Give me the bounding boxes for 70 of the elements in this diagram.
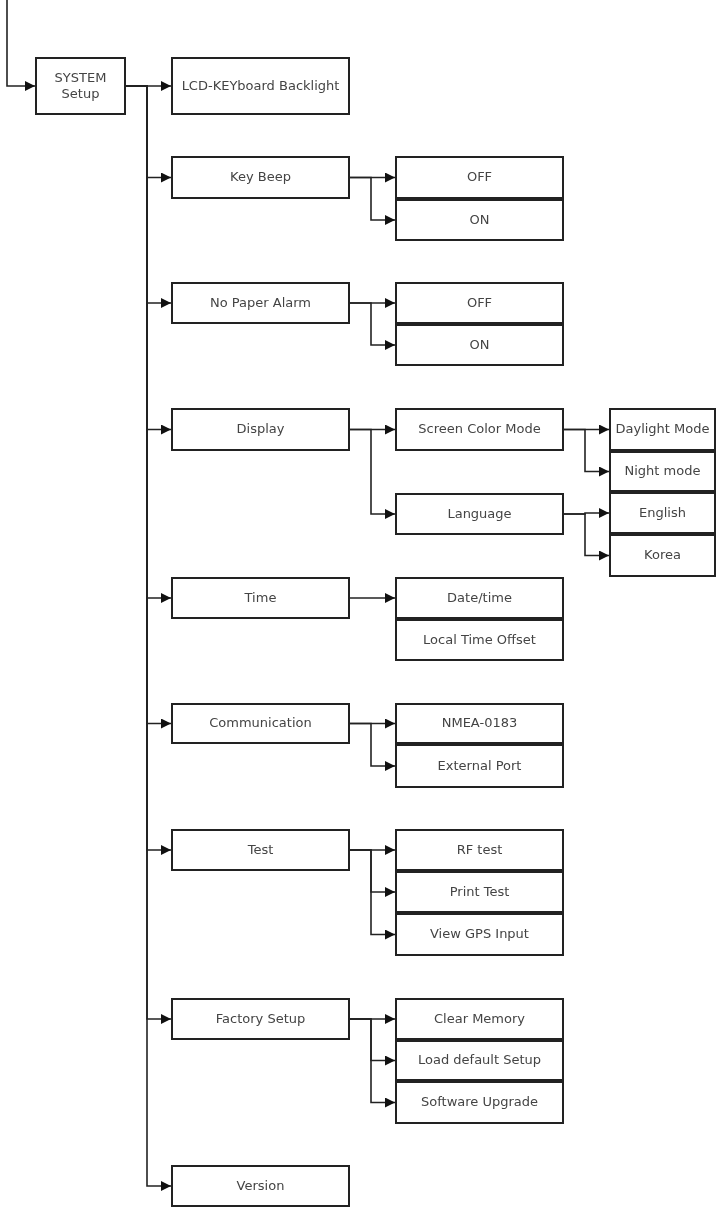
arrow	[563, 513, 610, 561]
menu-box	[171, 156, 350, 199]
menu-box	[395, 282, 564, 324]
menu-box	[171, 1165, 350, 1207]
menu-label: LCD-KEYboard Backlight	[181, 77, 340, 95]
menu-box	[609, 451, 716, 492]
arrow	[349, 302, 396, 350]
menu-box	[395, 493, 564, 535]
menu-box	[171, 282, 350, 324]
menu-label: Display	[236, 421, 285, 438]
menu-label: Korea	[644, 547, 681, 564]
menu-label: Software Upgrade	[421, 1094, 538, 1111]
menu-label: Key Beep	[230, 169, 291, 186]
menu-box	[609, 492, 716, 534]
menu-label: NMEA-0183	[441, 715, 518, 732]
menu-box	[171, 577, 350, 619]
menu-label: Language	[447, 505, 512, 523]
menu-label: ON	[469, 336, 490, 354]
menu-box	[609, 408, 716, 451]
menu-box	[35, 57, 126, 115]
menu-label: External Port	[437, 757, 522, 775]
menu-box	[395, 913, 564, 956]
menu-box	[395, 703, 564, 744]
menu-label: Time	[244, 589, 277, 607]
menu-label: English	[639, 504, 686, 522]
menu-label: Test	[247, 841, 274, 859]
menu-box	[395, 577, 564, 619]
arrow	[349, 849, 396, 940]
menu-box	[395, 619, 564, 661]
menu-label: Factory Setup	[215, 1010, 306, 1028]
menu-box	[395, 199, 564, 241]
menu-label: Date/time	[447, 589, 512, 607]
menu-label: Print Test	[449, 883, 510, 901]
menu-label: Communication	[209, 715, 312, 732]
menu-box	[395, 744, 564, 788]
menu-box	[395, 829, 564, 871]
arrow	[563, 428, 610, 477]
menu-label: Version	[236, 1177, 285, 1195]
menu-label: RF test	[456, 841, 503, 859]
menu-label: Local Time Offset	[423, 631, 536, 649]
menu-box	[395, 408, 564, 451]
arrow	[349, 1018, 396, 1108]
menu-label: Night mode	[624, 463, 701, 480]
menu-label: OFF	[466, 294, 493, 312]
menu-box	[171, 408, 350, 451]
menu-label: No Paper Alarm	[210, 294, 311, 312]
arrow	[349, 593, 396, 603]
menu-label: Clear Memory	[434, 1010, 525, 1028]
menu-box	[395, 1040, 564, 1081]
menu-label: Daylight Mode	[615, 421, 710, 438]
menu-box	[171, 829, 350, 871]
menu-box	[395, 1081, 564, 1124]
menu-box	[395, 156, 564, 199]
menu-label: View GPS Input	[430, 926, 529, 943]
menu-box	[171, 998, 350, 1040]
menu-label: SYSTEM Setup	[53, 69, 108, 103]
menu-box	[171, 57, 350, 115]
menu-box	[395, 324, 564, 366]
menu-box	[395, 871, 564, 913]
arrow	[349, 176, 396, 225]
arrow	[349, 428, 396, 519]
menu-box	[609, 534, 716, 577]
arrow	[6, 0, 36, 91]
arrow	[349, 722, 396, 771]
menu-box	[395, 998, 564, 1040]
menu-label: ON	[469, 211, 490, 229]
menu-label: OFF	[466, 169, 493, 186]
menu-box	[171, 703, 350, 744]
menu-label: Load default Setup	[418, 1052, 541, 1069]
menu-label: Screen Color Mode	[418, 421, 541, 438]
